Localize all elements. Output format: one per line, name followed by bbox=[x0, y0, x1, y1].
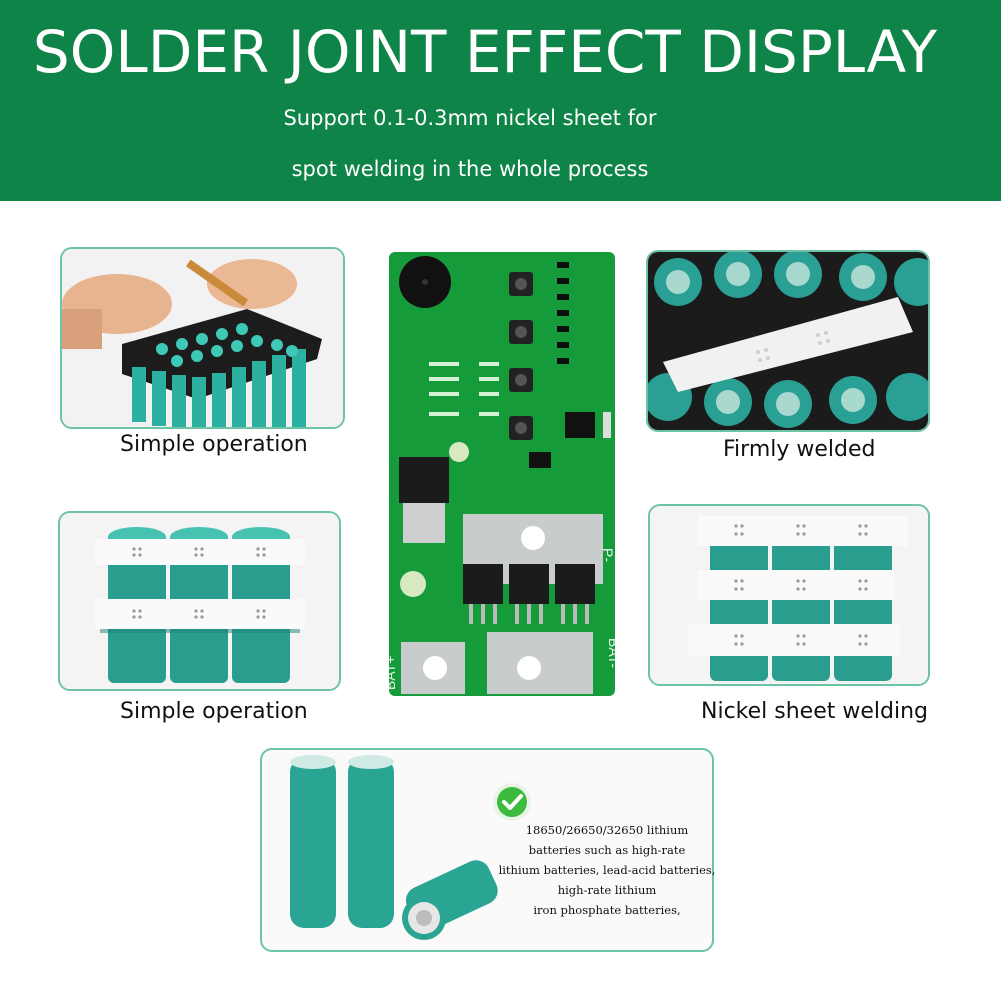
label-bat-minus: BAT- bbox=[606, 638, 615, 668]
note-line: iron phosphate batteries, bbox=[533, 903, 681, 917]
pad-bat-minus bbox=[487, 632, 593, 694]
caption-simple-operation-1: Simple operation bbox=[120, 432, 308, 457]
note-line: batteries such as high-rate bbox=[528, 843, 686, 857]
subtitle-line-2: spot welding in the whole process bbox=[291, 157, 649, 181]
caption-nickel-sheet-welding: Nickel sheet welding bbox=[701, 699, 928, 724]
header-banner: SOLDER JOINT EFFECT DISPLAY Support 0.1-… bbox=[0, 0, 1001, 201]
nickel-sheet-image bbox=[650, 506, 928, 684]
panel-nickel-sheet-welding bbox=[648, 504, 930, 686]
hands-welding-image bbox=[62, 249, 343, 427]
subtitle-line-1: Support 0.1-0.3mm nickel sheet for bbox=[283, 106, 657, 130]
panel-firmly-welded bbox=[646, 250, 930, 432]
cylindrical-batteries-image bbox=[290, 755, 498, 940]
panel-hands-welding bbox=[60, 247, 345, 429]
label-p-minus: P- bbox=[600, 548, 615, 562]
page-title: SOLDER JOINT EFFECT DISPLAY bbox=[32, 18, 938, 86]
pcb-board: P- BAT+ BAT- bbox=[389, 252, 615, 696]
caption-firmly-welded: Firmly welded bbox=[723, 437, 876, 462]
note-line: high-rate lithium bbox=[557, 883, 657, 897]
note-line: 18650/26650/32650 lithium bbox=[525, 823, 689, 837]
panel-battery-types bbox=[260, 748, 714, 952]
battery-strips-image bbox=[60, 513, 339, 689]
welded-closeup-image bbox=[648, 252, 928, 430]
check-icon bbox=[492, 782, 532, 822]
regulator-chip bbox=[399, 457, 449, 503]
label-bat-plus: BAT+ bbox=[389, 656, 398, 690]
caption-simple-operation-2: Simple operation bbox=[120, 699, 308, 724]
note-line: lithium batteries, lead-acid batteries, bbox=[498, 863, 716, 877]
battery-types-note: 18650/26650/32650 lithium batteries such… bbox=[497, 820, 717, 920]
panel-battery-strips bbox=[58, 511, 341, 691]
